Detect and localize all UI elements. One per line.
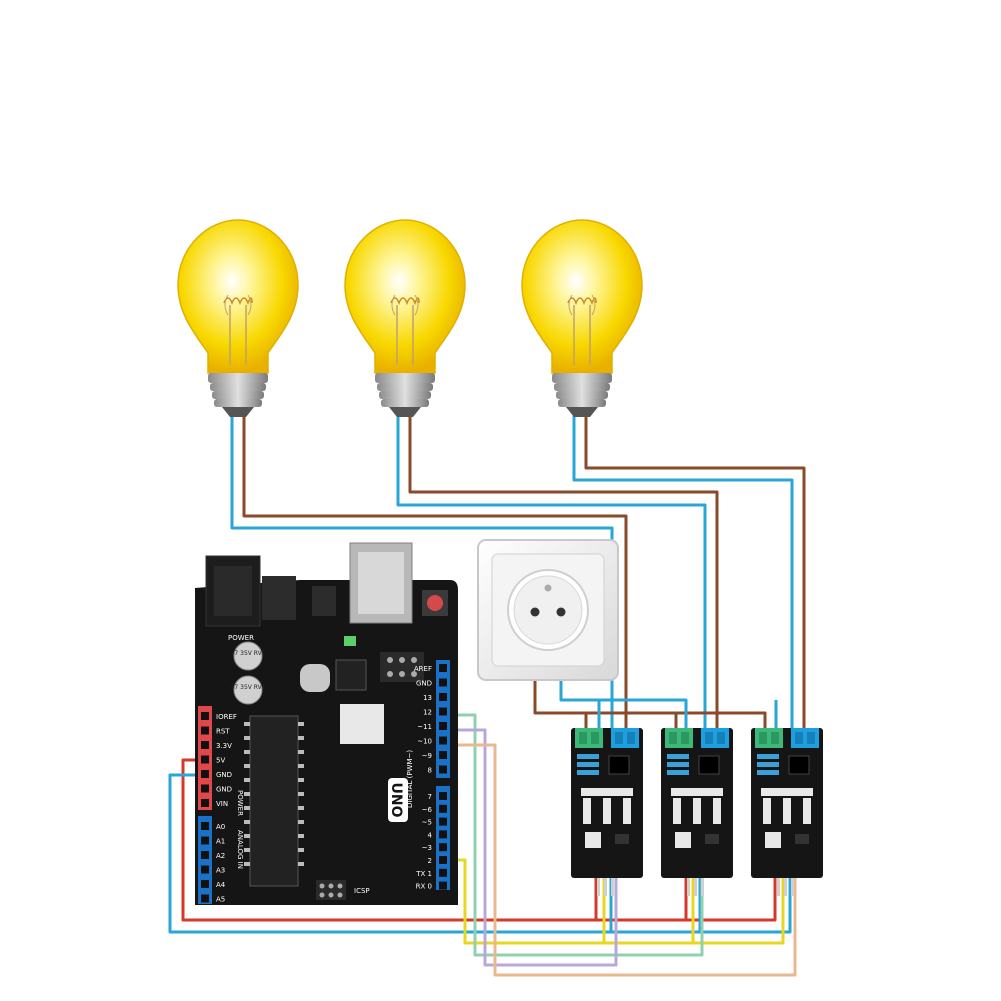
bulb-1 (177, 219, 299, 418)
power-label: POWER (228, 634, 254, 642)
bulb-3 (521, 219, 643, 418)
pin-label: 13 (423, 694, 432, 702)
pin-label: 3.3V (216, 742, 232, 750)
header-pin[interactable] (439, 736, 447, 745)
header-pin[interactable] (439, 707, 447, 716)
header-pin[interactable] (439, 765, 447, 774)
wire-d-green (442, 713, 704, 957)
capacitor-2: 47 35V RVT (231, 675, 266, 705)
wall-socket-icon (477, 539, 619, 681)
header-pin[interactable] (439, 792, 447, 800)
wire-bulb3-blue (572, 415, 794, 738)
digital-label: DIGITAL (PWM~) (406, 750, 414, 808)
arduino-board: 47 35V RVT 47 35V RVT (195, 542, 458, 905)
header-pin[interactable] (439, 830, 447, 839)
icsp-label: ICSP (354, 887, 370, 895)
pin-label: A4 (216, 881, 226, 889)
header-pin[interactable] (439, 868, 447, 877)
pin-label: GND (416, 680, 432, 688)
light-bulb-icon (177, 219, 299, 418)
pin-label: ~11 (417, 723, 432, 731)
module-3 (750, 727, 824, 897)
wire-gnd-blue (168, 773, 792, 934)
header-pin[interactable] (439, 678, 447, 687)
pin-label: A0 (216, 823, 225, 831)
pin-label: GND (216, 771, 232, 779)
pin-label: A5 (216, 896, 225, 904)
digital-header-top (436, 660, 450, 778)
wire-d-purple (442, 728, 618, 967)
wire-bulb1-brown (242, 415, 628, 738)
module-2 (660, 727, 734, 897)
wire-bulb2-blue (396, 415, 707, 738)
pin-label: RST (216, 728, 230, 736)
pin-label: 7 (428, 793, 432, 801)
pin-label: 12 (423, 709, 432, 717)
header-pin[interactable] (201, 770, 209, 778)
wire-d-orange (442, 743, 797, 977)
pin-label: 2 (428, 857, 432, 865)
pin-label: RX 0 (416, 883, 432, 891)
wire-bulb2-brown (408, 415, 719, 738)
header-pin[interactable] (439, 843, 447, 852)
pin-label: ~3 (422, 844, 432, 852)
pin-label: 5V (216, 757, 225, 765)
header-pin[interactable] (201, 894, 209, 903)
header-pin[interactable] (201, 799, 209, 807)
pin-label: 8 (428, 767, 432, 775)
pin-label: ~10 (417, 738, 432, 746)
pin-label: TX 1 (415, 870, 432, 878)
pin-label: ~6 (422, 806, 433, 814)
bulb-2 (344, 219, 466, 418)
light-bulb-icon (344, 219, 466, 418)
module-1 (570, 727, 644, 897)
header-pin[interactable] (201, 726, 209, 735)
pin-label: ~9 (422, 752, 432, 760)
header-pin[interactable] (439, 664, 447, 672)
pin-label: 4 (428, 831, 433, 839)
header-pin[interactable] (201, 712, 209, 720)
brand-label: UNO (388, 783, 404, 818)
pin-label: VIN (216, 800, 228, 808)
header-pin[interactable] (201, 836, 209, 845)
header-pin[interactable] (439, 881, 447, 890)
header-pin[interactable] (201, 822, 209, 830)
icsp-header-top (380, 652, 424, 682)
light-bulb-icon (521, 219, 643, 418)
atmega-chip (249, 715, 299, 887)
header-pin[interactable] (439, 817, 447, 826)
header-pin[interactable] (439, 856, 447, 864)
header-pin[interactable] (439, 804, 447, 813)
power-header-label: POWER (236, 790, 244, 816)
capacitor-1: 47 35V RVT (231, 641, 266, 671)
pin-label: AREF (414, 665, 432, 673)
header-pin[interactable] (201, 865, 209, 874)
dimmer-module-icon (660, 727, 734, 897)
wire-5v-red (181, 758, 777, 922)
header-pin[interactable] (201, 784, 209, 793)
header-pin[interactable] (439, 722, 447, 730)
pin-label: A1 (216, 838, 225, 846)
capacitor-label: 47 35V RVT (231, 650, 266, 657)
pin-label: A3 (216, 867, 225, 875)
uno-logo: UNO (388, 778, 408, 822)
header-pin[interactable] (439, 693, 447, 701)
header-pin[interactable] (201, 755, 209, 764)
pin-label: A2 (216, 852, 225, 860)
pin-label: GND (216, 786, 232, 794)
pin-label: ~5 (422, 819, 432, 827)
header-pin[interactable] (201, 741, 209, 749)
wire-bulb3-brown (584, 415, 806, 738)
pin-label: IOREF (216, 713, 237, 721)
header-pin[interactable] (439, 751, 447, 759)
header-pin[interactable] (201, 851, 209, 859)
header-pin[interactable] (201, 880, 209, 888)
analog-in-label: ANALOG IN (236, 830, 244, 869)
wires (168, 415, 806, 977)
capacitor-label: 47 35V RVT (231, 684, 266, 691)
icsp-header-bottom: ICSP (316, 880, 370, 900)
dimmer-module-icon (750, 727, 824, 897)
dimmer-module-icon (570, 727, 644, 897)
